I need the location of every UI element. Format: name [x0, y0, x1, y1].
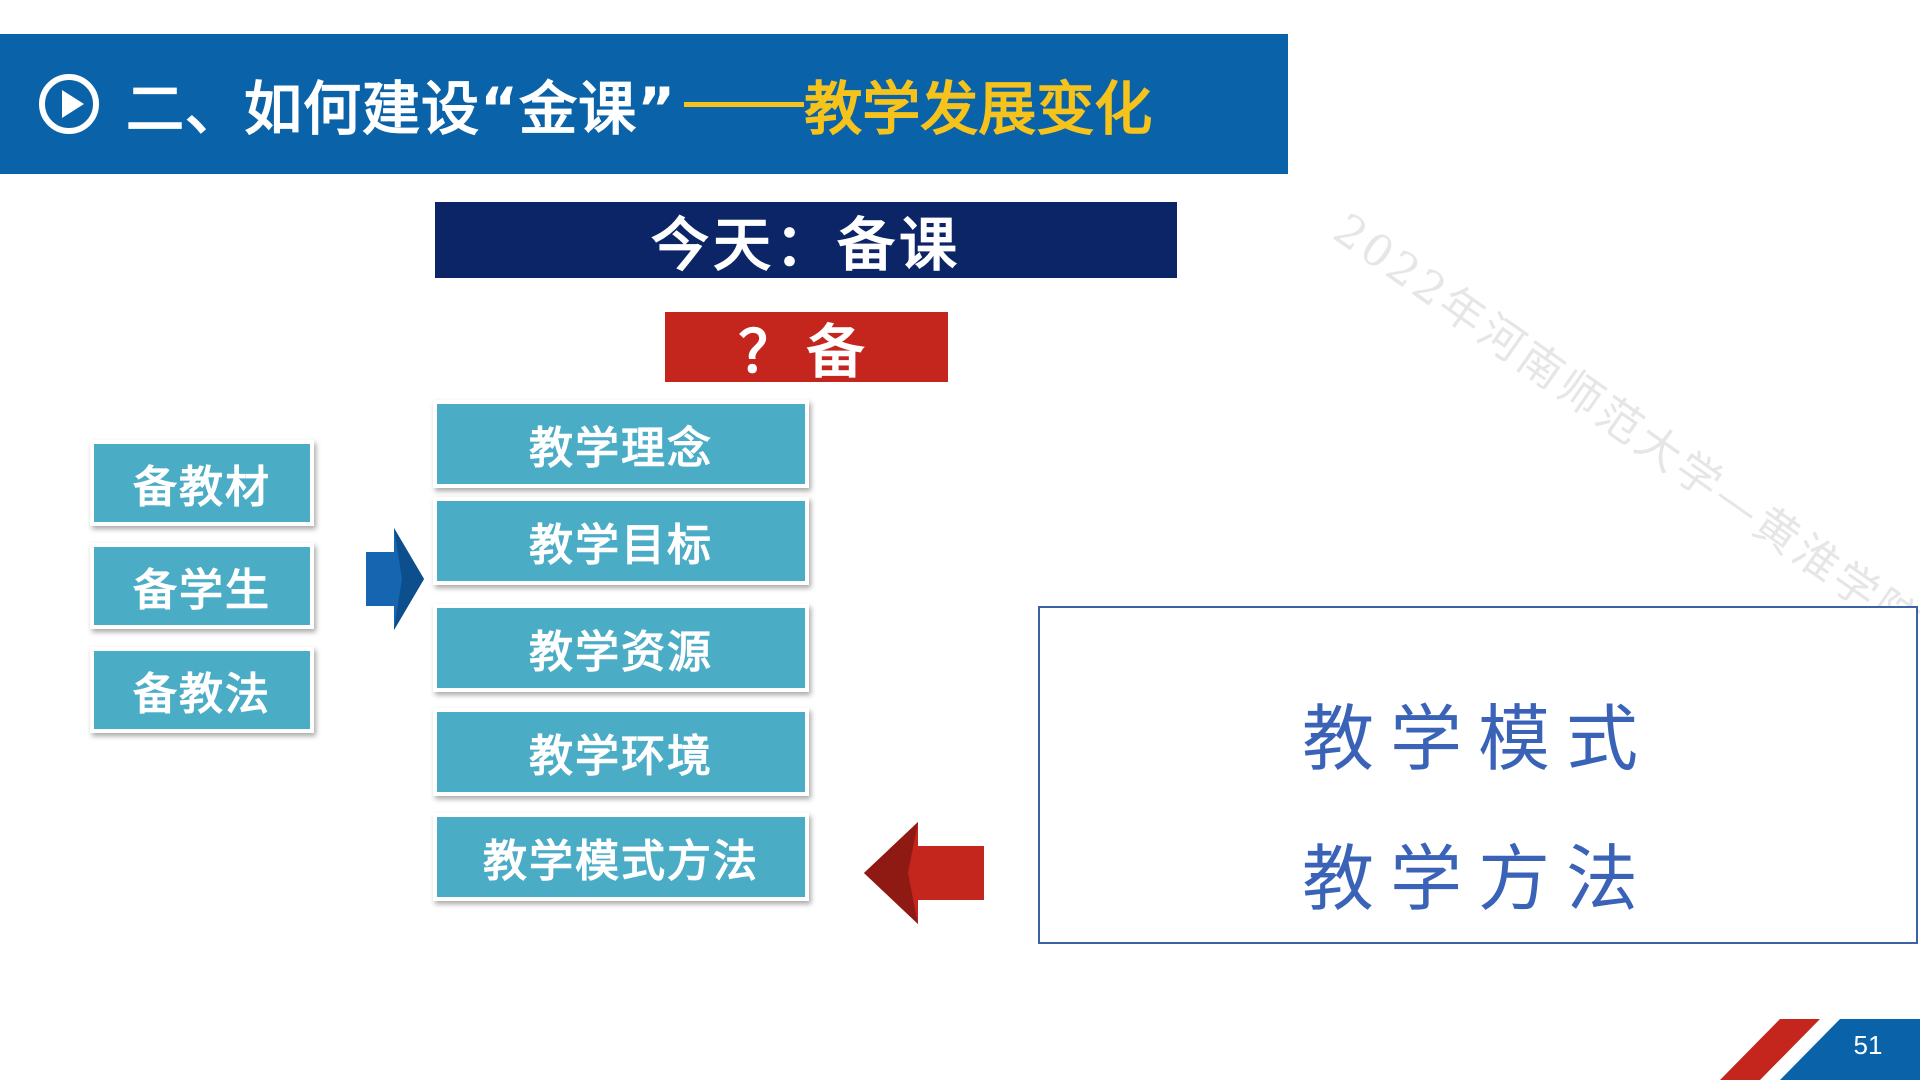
left-item-textbook: 备教材	[90, 440, 314, 526]
mid-item-environment: 教学环境	[433, 708, 809, 796]
play-circle-icon	[39, 74, 99, 134]
mid-item-resources: 教学资源	[433, 604, 809, 692]
arrow-right-icon	[366, 528, 424, 630]
question-banner: ？备	[665, 312, 948, 386]
title-dash	[684, 101, 805, 107]
page-corner-decoration	[1720, 1019, 1920, 1080]
today-banner: 今天：备课	[435, 202, 1177, 279]
mode-line-methods: 教学方法	[1301, 837, 1654, 921]
mid-item-objectives: 教学目标	[433, 497, 809, 585]
mid-item-philosophy: 教学理念	[433, 400, 809, 488]
page-number: 51	[1853, 1030, 1883, 1060]
page-title: 二、如何建设“金课”	[126, 75, 677, 143]
watermark: 2022年河南师范大学—黄淮学院	[1324, 204, 1920, 650]
header-bar: 二、如何建设“金课” 教学发展变化	[0, 34, 1288, 174]
left-item-students: 备学生	[90, 543, 314, 629]
mode-line-models: 教学模式	[1301, 697, 1654, 781]
arrow-left-icon	[864, 822, 984, 924]
left-item-methods: 备教法	[90, 647, 314, 733]
page-subtitle: 教学发展变化	[804, 75, 1153, 143]
mid-item-modes-methods: 教学模式方法	[433, 813, 809, 901]
mode-method-box: 教学模式 教学方法	[1038, 606, 1918, 944]
